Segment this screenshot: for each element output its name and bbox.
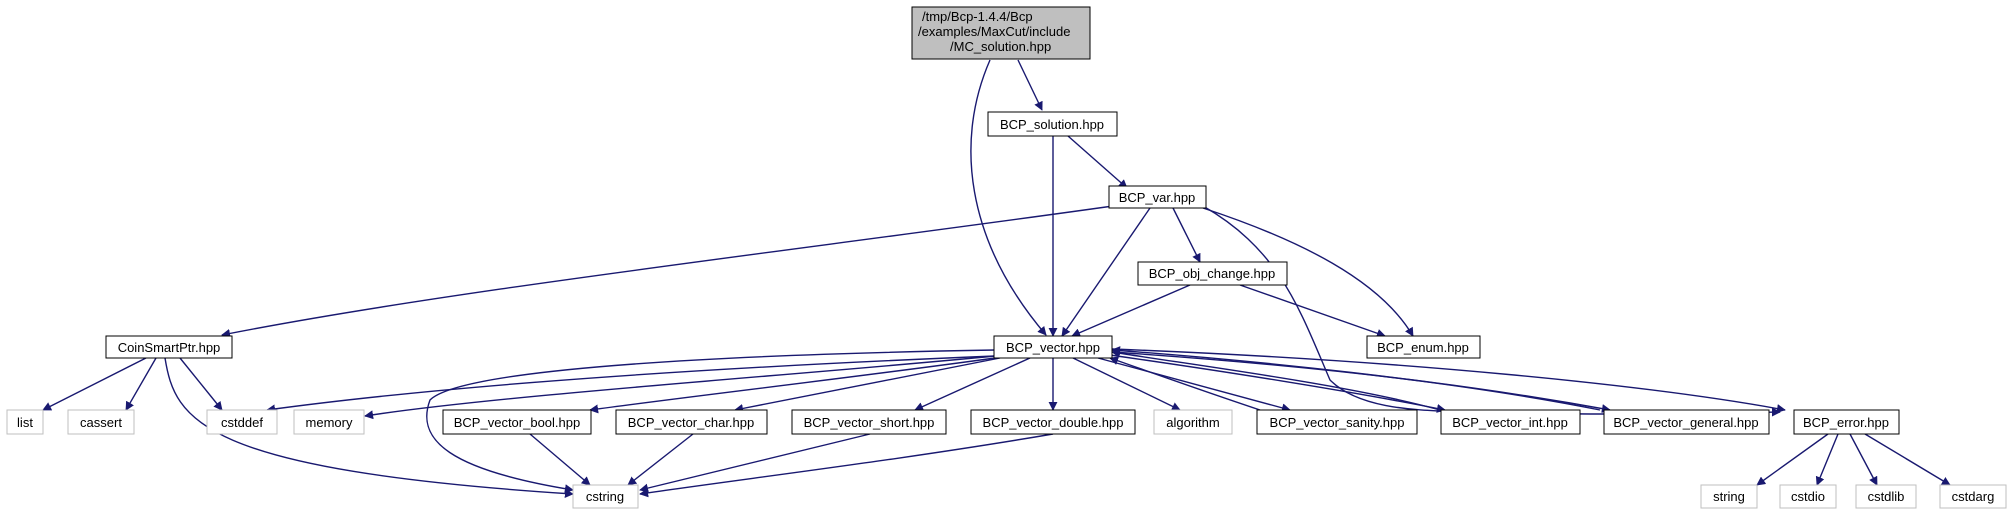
external-cstdarg: cstdarg (1939, 484, 2007, 509)
external-label: algorithm (1166, 415, 1219, 430)
edge-bcp-vector-general-to-bcp-vector (1111, 346, 1601, 411)
node-root-mc-solution[interactable]: /tmp/Bcp-1.4.4/Bcp /examples/MaxCut/incl… (911, 6, 1091, 60)
edge-coin-smart-ptr-to-cstddef (179, 357, 223, 411)
edge-bcp-vector-to-cstddef (266, 355, 996, 414)
node-label: BCP_vector_bool.hpp (454, 415, 580, 430)
edge-bcp-var-to-bcp-obj-change (1172, 207, 1201, 263)
edge-bcp-vector-to-bcp-vector-int (1109, 354, 1446, 413)
node-label: BCP_vector.hpp (1006, 340, 1100, 355)
node-bcp-vector[interactable]: BCP_vector.hpp (993, 335, 1113, 359)
edge-root-to-bcp-solution (1017, 59, 1043, 111)
edge-bcp-error-to-cstdarg (1864, 433, 1951, 486)
node-coin-smart-ptr[interactable]: CoinSmartPtr.hpp (105, 335, 233, 359)
node-bcp-vector-bool[interactable]: BCP_vector_bool.hpp (442, 409, 592, 435)
node-label: BCP_vector_sanity.hpp (1270, 415, 1405, 430)
edge-bcp-vector-to-bcp-error (1111, 348, 1786, 413)
external-label: cstdio (1791, 489, 1825, 504)
edge-bcp-vector-to-bcp-vector-char (734, 357, 1001, 413)
node-bcp-vector-short[interactable]: BCP_vector_short.hpp (791, 409, 947, 435)
node-label: BCP_vector_double.hpp (983, 415, 1124, 430)
edges (42, 59, 1951, 498)
external-cstdio: cstdio (1779, 484, 1837, 509)
node-bcp-vector-sanity[interactable]: BCP_vector_sanity.hpp (1256, 409, 1418, 435)
edge-bcp-obj-change-to-bcp-enum (1239, 284, 1386, 338)
edge-bcp-vector-to-bcp-vector-general (1111, 351, 1611, 413)
node-label: BCP_vector_char.hpp (628, 415, 754, 430)
external-cassert: cassert (67, 409, 135, 435)
external-label: cstdarg (1952, 489, 1995, 504)
edge-bcp-vector-int-to-bcp-vector (1111, 348, 1441, 411)
external-string: string (1700, 484, 1758, 509)
edge-bcp-error-to-string (1756, 433, 1829, 486)
external-cstddef: cstddef (206, 409, 278, 435)
external-label: string (1713, 489, 1745, 504)
edge-coin-smart-ptr-to-list (42, 357, 147, 411)
edge-bcp-vector-to-bcp-vector-short (914, 357, 1031, 411)
root-line-1: /tmp/Bcp-1.4.4/Bcp (922, 9, 1033, 24)
edge-bcp-vector-char-to-cstring (627, 433, 694, 486)
node-label: BCP_vector_short.hpp (804, 415, 935, 430)
node-label: BCP_solution.hpp (1000, 117, 1104, 132)
edge-bcp-vector-to-bcp-vector-bool (589, 357, 996, 414)
edge-bcp-vector-to-algorithm (1072, 357, 1181, 411)
external-cstring: cstring (572, 484, 639, 509)
node-label: BCP_var.hpp (1119, 190, 1196, 205)
external-label: cassert (80, 415, 122, 430)
edge-bcp-solution-to-bcp-var (1067, 135, 1128, 189)
edge-coin-smart-ptr-to-cassert (125, 357, 157, 411)
external-algorithm: algorithm (1153, 409, 1233, 435)
edge-bcp-obj-change-to-bcp-vector (1071, 284, 1191, 337)
external-label: memory (306, 415, 353, 430)
edge-bcp-var-to-coin-smart-ptr (221, 205, 1114, 338)
edge-bcp-vector-bool-to-cstring (529, 433, 591, 486)
node-label: CoinSmartPtr.hpp (118, 340, 221, 355)
root-line-2: /examples/MaxCut/include (918, 24, 1070, 39)
external-label: cstddef (221, 415, 263, 430)
node-bcp-var[interactable]: BCP_var.hpp (1108, 185, 1207, 209)
node-bcp-obj-change[interactable]: BCP_obj_change.hpp (1137, 261, 1288, 286)
external-label: cstdlib (1868, 489, 1905, 504)
edge-bcp-error-to-cstdio (1815, 433, 1839, 486)
node-bcp-solution[interactable]: BCP_solution.hpp (987, 111, 1118, 137)
edge-bcp-var-to-bcp-vector (1061, 207, 1151, 337)
external-label: cstring (586, 489, 624, 504)
edge-bcp-vector-double-to-cstring (639, 433, 1054, 498)
node-bcp-vector-general[interactable]: BCP_vector_general.hpp (1603, 409, 1770, 435)
external-memory: memory (293, 409, 365, 435)
node-bcp-vector-double[interactable]: BCP_vector_double.hpp (970, 409, 1136, 435)
edge-coin-smart-ptr-to-cstring (164, 357, 574, 498)
node-label: BCP_vector_general.hpp (1613, 415, 1758, 430)
root-line-3: /MC_solution.hpp (950, 39, 1051, 54)
node-bcp-vector-int[interactable]: BCP_vector_int.hpp (1440, 409, 1581, 435)
node-label: BCP_enum.hpp (1377, 340, 1469, 355)
external-cstdlib: cstdlib (1855, 484, 1917, 509)
edge-bcp-vector-to-bcp-vector-sanity (1097, 357, 1291, 413)
edge-bcp-var-to-bcp-enum (1202, 207, 1414, 337)
node-bcp-error[interactable]: BCP_error.hpp (1793, 409, 1900, 435)
edge-bcp-vector-to-memory (364, 355, 996, 420)
node-label: BCP_obj_change.hpp (1149, 266, 1276, 281)
edge-bcp-error-to-cstdlib (1849, 433, 1878, 486)
edge-bcp-vector-to-cstring (426, 349, 996, 494)
edge-root-to-bcp-vector (970, 59, 1047, 336)
node-bcp-vector-char[interactable]: BCP_vector_char.hpp (615, 409, 768, 435)
edge-bcp-vector-sanity-to-bcp-vector (1109, 356, 1261, 411)
node-label: BCP_vector_int.hpp (1452, 415, 1568, 430)
external-label: list (17, 415, 33, 430)
edge-bcp-vector-short-to-cstring (639, 433, 871, 493)
node-bcp-enum[interactable]: BCP_enum.hpp (1366, 335, 1481, 359)
external-list: list (6, 409, 44, 435)
node-label: BCP_error.hpp (1803, 415, 1889, 430)
